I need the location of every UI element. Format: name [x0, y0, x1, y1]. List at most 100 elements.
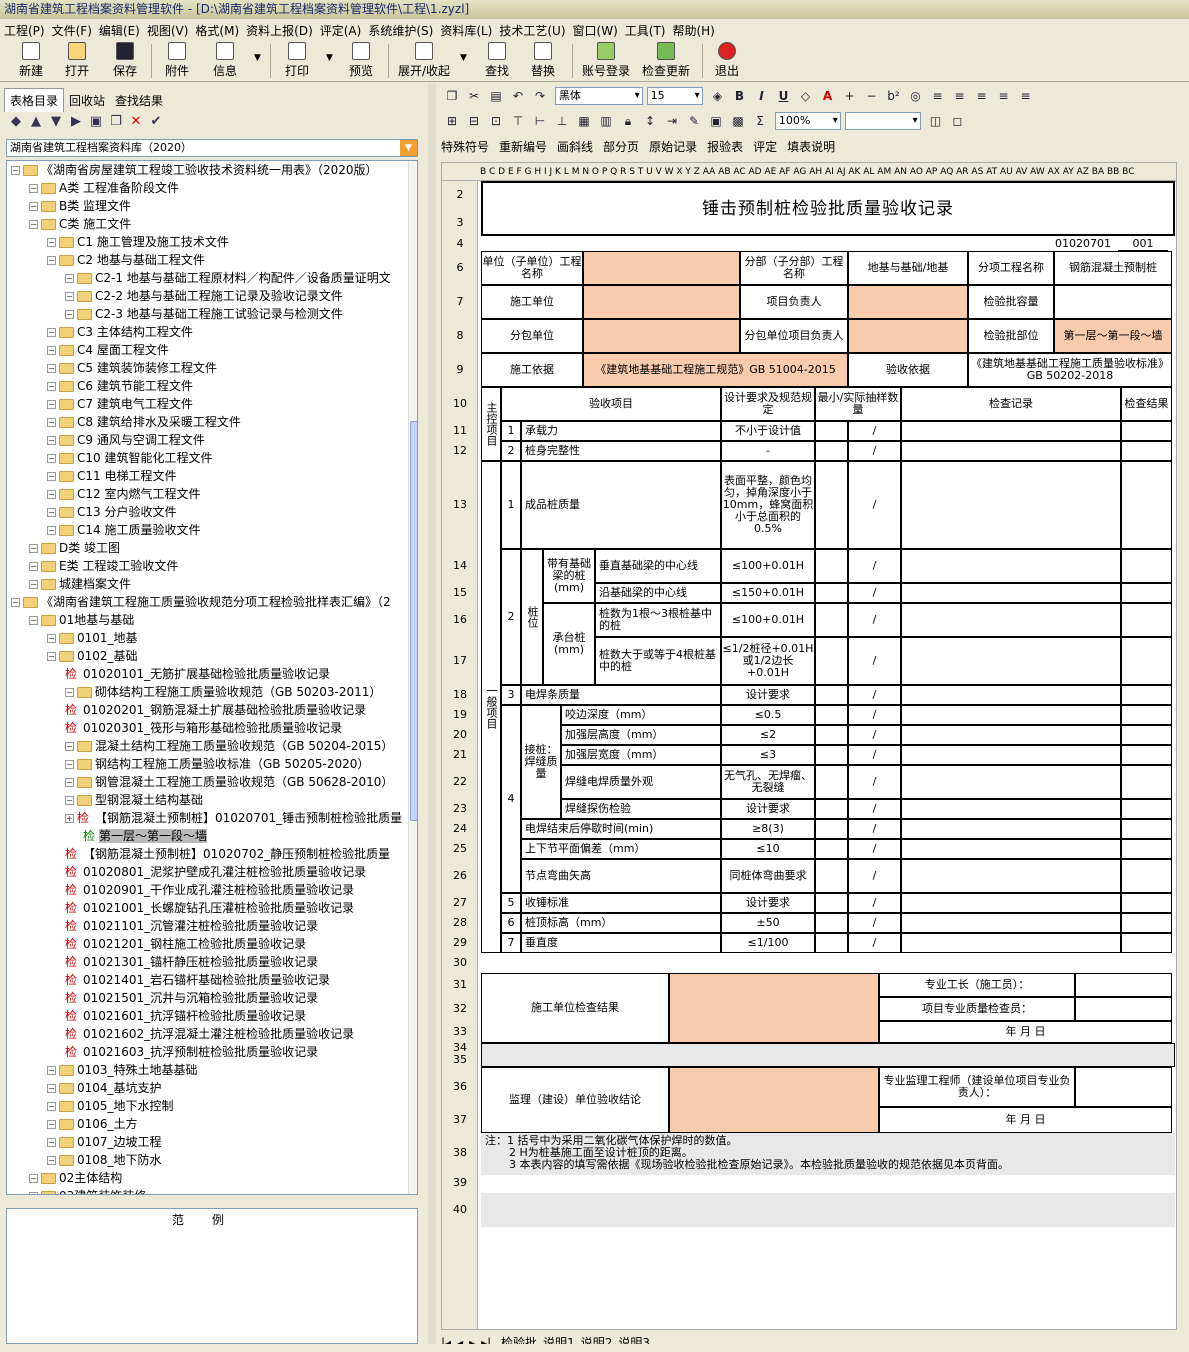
expand-toggle-icon[interactable]: − — [47, 454, 56, 463]
redo-icon[interactable]: ↷ — [534, 89, 546, 103]
check-result-field[interactable] — [1121, 421, 1172, 441]
check-result-field[interactable] — [1121, 839, 1172, 859]
item-number[interactable]: 2 — [501, 549, 521, 685]
expand-toggle-icon[interactable]: − — [47, 1120, 56, 1129]
item-name[interactable]: 收锤标准 — [521, 893, 721, 913]
expand-toggle-icon[interactable]: − — [65, 292, 74, 301]
contractor-result-label[interactable]: 施工单位检查结果 — [481, 973, 669, 1043]
expand-toggle-icon[interactable]: − — [29, 1192, 38, 1194]
expand-toggle-icon[interactable]: − — [47, 634, 56, 643]
function-button[interactable]: 特殊符号 — [441, 140, 490, 154]
label-foreman[interactable]: 专业工长（施工员）： — [879, 973, 1075, 997]
item-name[interactable]: 焊缝电焊质量外观 — [561, 765, 721, 799]
font-family-select[interactable]: 黑体 — [554, 87, 643, 105]
expand-toggle-icon[interactable]: − — [29, 184, 38, 193]
header-sample[interactable]: 最小/实际抽样数量 — [815, 387, 901, 421]
check-record-field[interactable] — [901, 549, 1121, 583]
tree-item[interactable]: −C类 施工文件 — [29, 215, 131, 233]
sample-min[interactable] — [815, 893, 848, 913]
expand-toggle-icon[interactable]: − — [47, 1138, 56, 1147]
tree-item[interactable]: −02主体结构 — [29, 1169, 122, 1187]
lock-icon[interactable]: 🔒︎ — [624, 114, 632, 128]
sample-actual[interactable]: / — [848, 637, 901, 685]
expand-toggle-icon[interactable]: − — [47, 382, 56, 391]
tree-item[interactable]: −0101_地基 — [47, 629, 138, 647]
check-record-field[interactable] — [901, 421, 1121, 441]
form-title[interactable]: 锤击预制桩检验批质量验收记录 — [481, 181, 1175, 236]
division-name-value[interactable]: 地基与基础/地基 — [848, 251, 968, 285]
empty-row[interactable] — [481, 1193, 1175, 1227]
tree-item[interactable]: −01地基与基础 — [29, 611, 134, 629]
label-sub-manager[interactable]: 分包单位项目负责人 — [740, 319, 848, 353]
sample-actual[interactable]: / — [848, 839, 901, 859]
foreman-field[interactable] — [1075, 973, 1172, 997]
brush-icon[interactable]: ✎ — [688, 114, 700, 128]
item-requirement[interactable]: 表面平整，颜色均匀，掉角深度小于10mm，蜂窝面积小于总面积的0.5% — [721, 461, 815, 549]
paste-icon[interactable]: ▤ — [490, 89, 502, 103]
expand-toggle-icon[interactable]: − — [47, 346, 56, 355]
menu-item[interactable]: 系统维护(S) — [368, 24, 434, 38]
label-contractor[interactable]: 施工单位 — [481, 285, 583, 319]
exit-button[interactable]: 退出 — [710, 42, 744, 80]
tree-item[interactable]: −0104_基坑支护 — [47, 1079, 162, 1097]
item-requirement[interactable]: 无气孔、无焊瘤、无裂缝 — [721, 765, 815, 799]
info-dropdown-icon[interactable]: ▼ — [254, 53, 261, 63]
sample-actual[interactable]: / — [848, 583, 901, 603]
sample-actual[interactable]: / — [848, 421, 901, 441]
check-result-field[interactable] — [1121, 685, 1172, 705]
watermark-icon[interactable]: ◎ — [910, 89, 921, 103]
expand-toggle-icon[interactable]: − — [47, 526, 56, 535]
sample-actual[interactable]: / — [848, 913, 901, 933]
check-result-field[interactable] — [1121, 549, 1172, 583]
open-button[interactable]: 打开 — [60, 42, 94, 80]
copy-icon[interactable]: ❐ — [110, 114, 122, 129]
align-center-icon[interactable]: ≡ — [954, 89, 965, 103]
sub-manager-field[interactable] — [848, 319, 968, 353]
label-division-name[interactable]: 分部（子分部）工程名称 — [740, 251, 848, 285]
tree-item[interactable]: −C8 建筑给排水及采暖工程文件 — [47, 413, 241, 431]
item-name[interactable]: 加强层宽度（mm） — [561, 745, 721, 765]
sample-actual[interactable]: / — [848, 745, 901, 765]
check-record-field[interactable] — [901, 765, 1121, 799]
menu-item[interactable]: 技术工艺(U) — [499, 24, 566, 38]
replace-button[interactable]: 替换 — [526, 42, 560, 80]
formula-icon[interactable]: ▩ — [732, 114, 744, 128]
item-requirement[interactable]: ≤1/2桩径+0.01H或1/2边长+0.01H — [721, 637, 815, 685]
tree-item[interactable]: −0103_特殊土地基基础 — [47, 1061, 198, 1079]
sample-actual[interactable]: / — [848, 549, 901, 583]
expand-toggle-icon[interactable]: − — [29, 202, 38, 211]
tree-item[interactable]: −C6 建筑节能工程文件 — [47, 377, 193, 395]
tree-item[interactable]: −砌体结构工程施工质量验收规范（GB 50203-2011） — [65, 683, 381, 701]
tree-item[interactable]: −A类 工程准备阶段文件 — [29, 179, 179, 197]
check-result-field[interactable] — [1121, 705, 1172, 725]
sheet-nav-first-icon[interactable]: |◂ — [441, 1336, 452, 1350]
check-result-field[interactable] — [1121, 441, 1172, 461]
check-record-field[interactable] — [901, 819, 1121, 839]
supervisor-field[interactable] — [1075, 1067, 1172, 1107]
tab-table-directory[interactable]: 表格目录 — [4, 88, 65, 112]
item-requirement[interactable]: ±50 — [721, 913, 815, 933]
tree-item[interactable]: −0102_基础 — [47, 647, 138, 665]
project-manager-field[interactable] — [848, 285, 968, 319]
check-record-field[interactable] — [901, 583, 1121, 603]
down-arrow-icon[interactable]: ▼ — [51, 114, 61, 129]
supervisor-date[interactable]: 年 月 日 — [879, 1107, 1172, 1133]
expand-toggle-icon[interactable]: − — [65, 310, 74, 319]
panel-splitter[interactable] — [428, 84, 436, 1344]
tree-item[interactable]: −钢管混凝土工程施工质量验收规范（GB 50628-2010） — [65, 773, 393, 791]
menu-item[interactable]: 工程(P) — [4, 24, 45, 38]
up-arrow-icon[interactable]: ▲ — [31, 114, 41, 129]
sample-min[interactable] — [815, 745, 848, 765]
tree-item[interactable]: −D类 竣工图 — [29, 539, 120, 557]
expand-toggle-icon[interactable]: − — [47, 1156, 56, 1165]
valign-bottom-icon[interactable]: ⊥ — [556, 114, 568, 128]
font-color-icon[interactable]: ◈ — [712, 89, 723, 103]
item-name[interactable]: 承载力 — [521, 421, 721, 441]
forward-arrow-icon[interactable]: ▶ — [71, 114, 81, 129]
check-record-field[interactable] — [901, 705, 1121, 725]
